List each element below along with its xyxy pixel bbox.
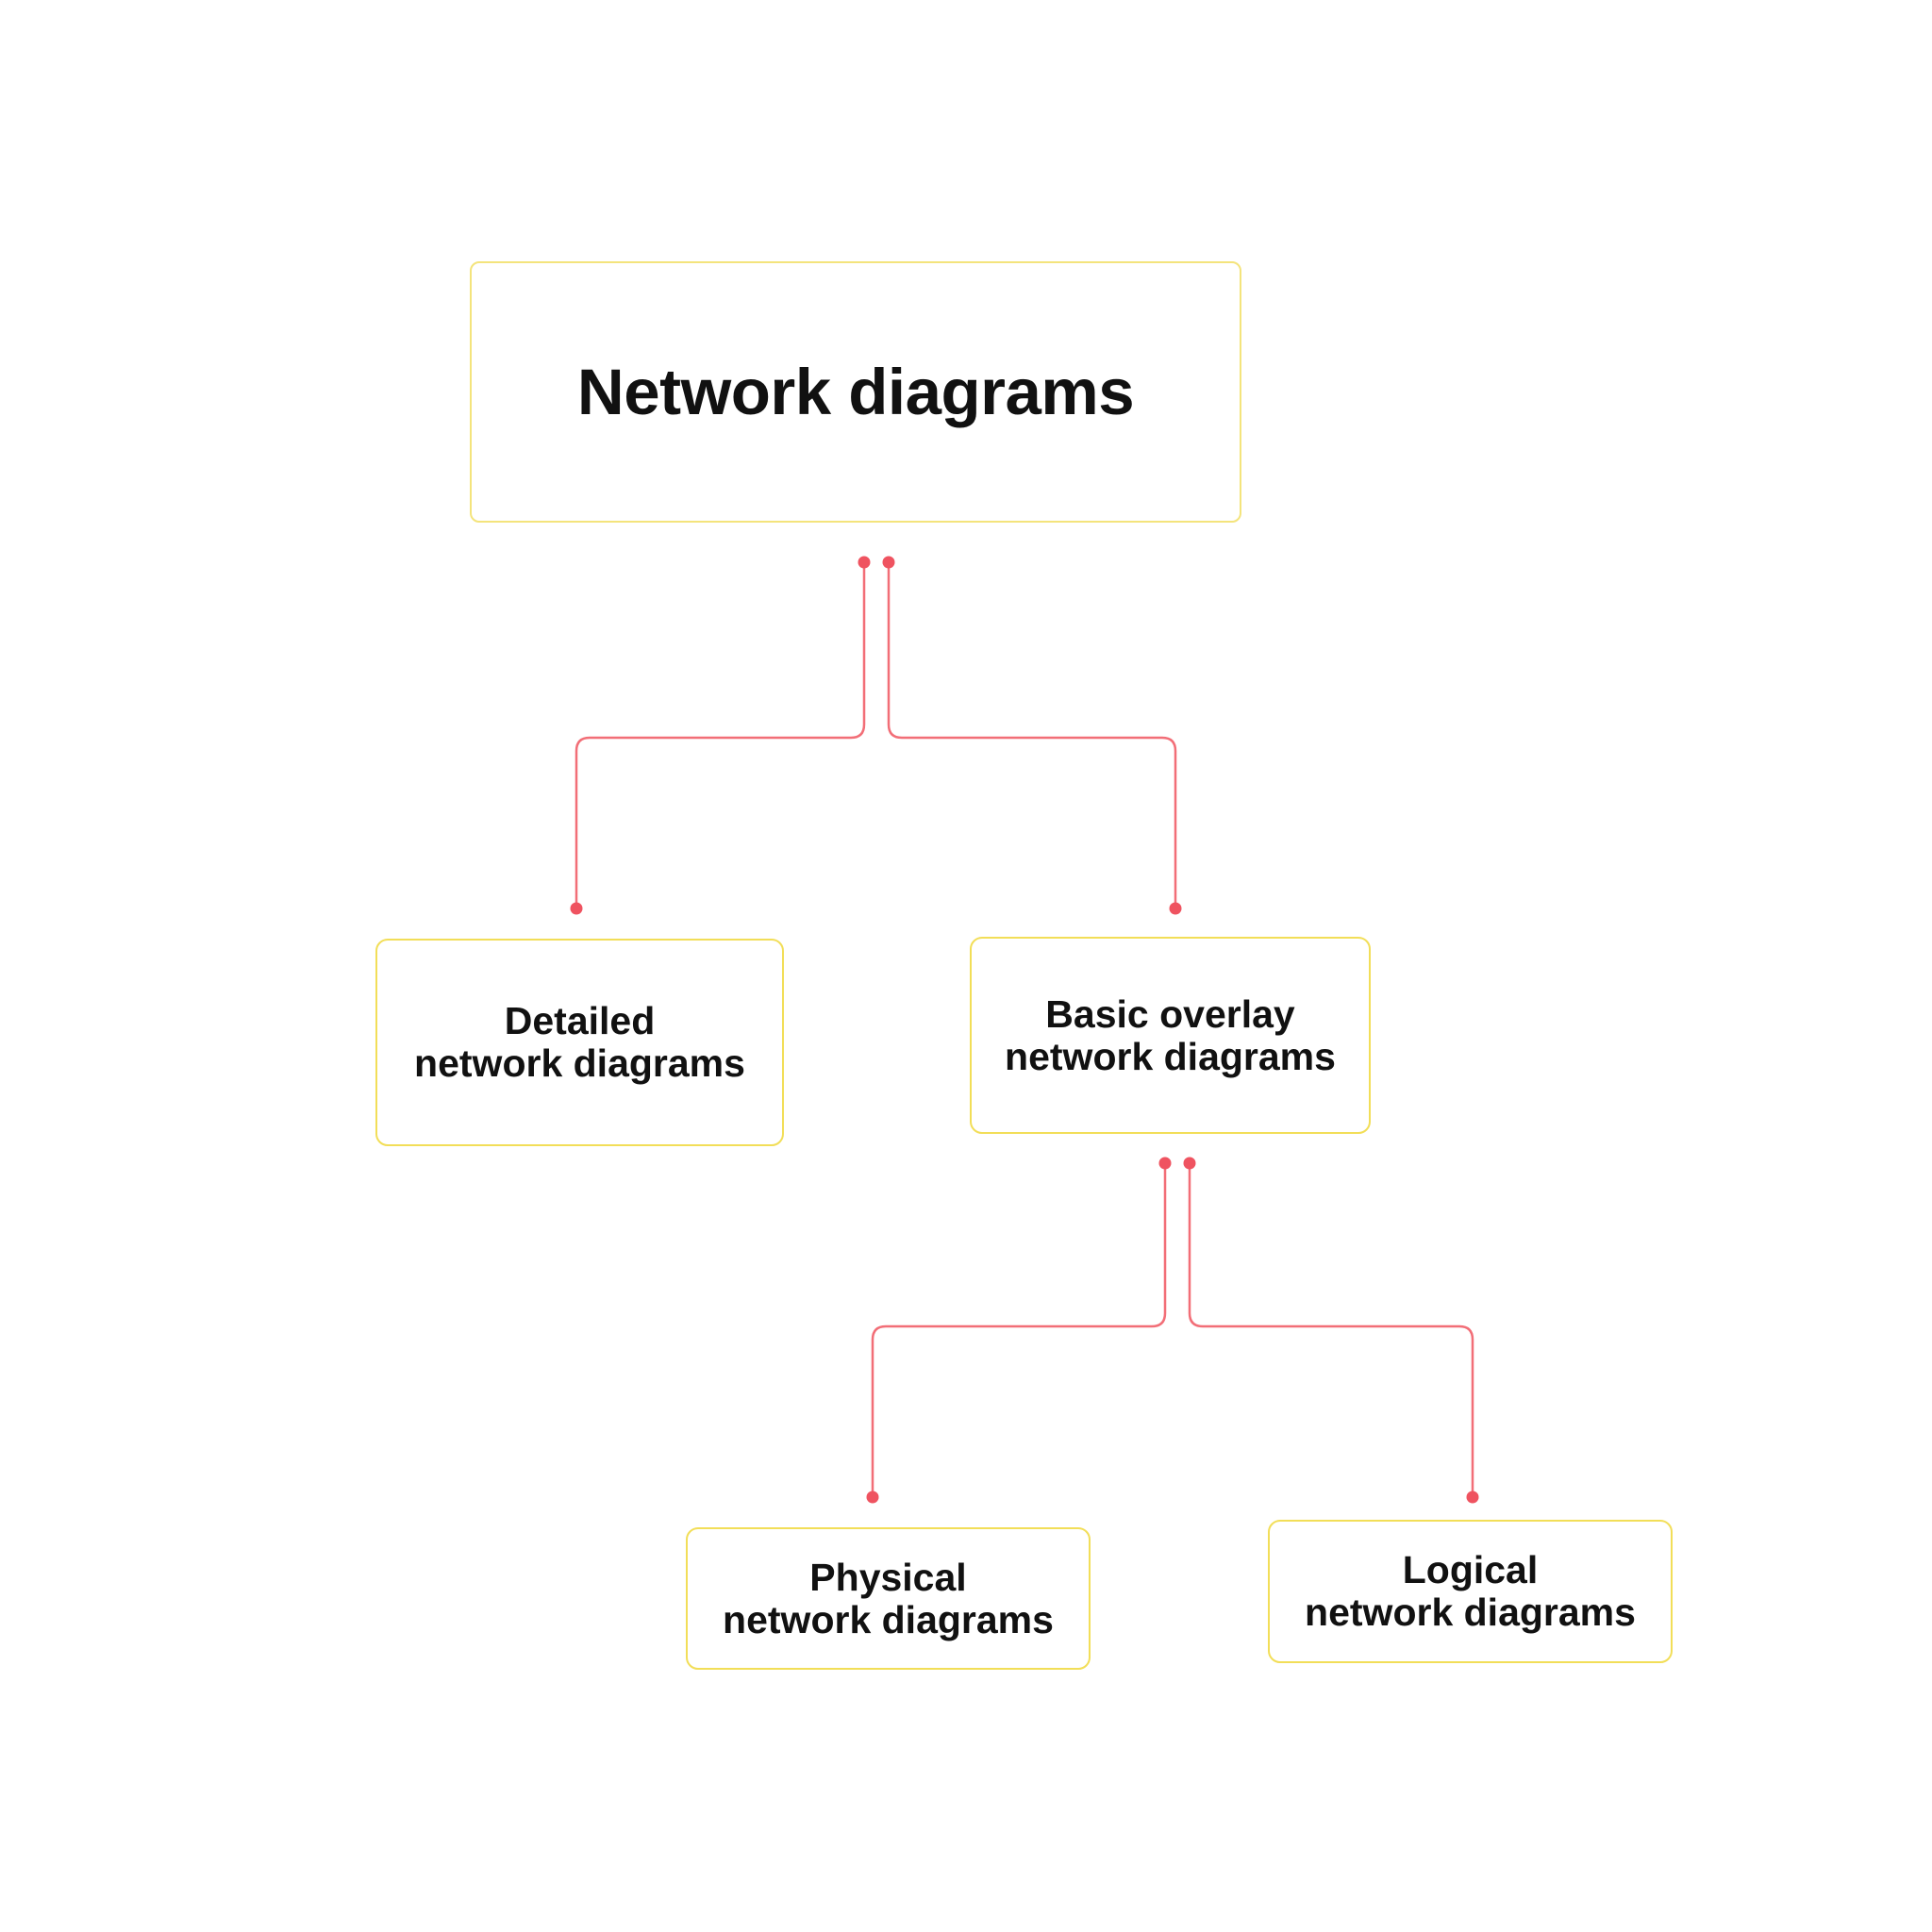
connector-endpoint-dot [866,1491,879,1504]
node-physical-network-diagrams[interactable]: Physical network diagrams [686,1527,1091,1670]
connector-root-to-detailed [575,564,866,904]
connector-root-to-basic [887,564,1177,904]
node-label-line1: Physical [809,1555,967,1599]
node-basic-overlay-network-diagrams[interactable]: Basic overlay network diagrams [970,937,1371,1134]
node-label-line1: Logical [1402,1548,1539,1591]
node-network-diagrams[interactable]: Network diagrams [470,261,1241,523]
node-label-line2: network diagrams [1005,1034,1336,1078]
connector-endpoint-dot [1158,1157,1172,1170]
connector-endpoint-dot [1466,1491,1479,1504]
connector-endpoint-dot [570,902,583,915]
node-label-line2: network diagrams [1305,1591,1636,1634]
connector-endpoint-dot [1183,1157,1196,1170]
connector-endpoint-dot [858,556,871,569]
node-label: Network diagrams [576,356,1135,428]
connector-endpoint-dot [882,556,895,569]
connector-basic-to-logical [1188,1166,1474,1492]
node-label-line2: network diagrams [723,1597,1054,1641]
connector-endpoint-dot [1169,902,1182,915]
connector-basic-to-physical [871,1166,1167,1492]
node-label-line1: Basic overlay [1045,991,1295,1036]
node-logical-network-diagrams[interactable]: Logical network diagrams [1268,1520,1673,1663]
node-label-line1: Detailed [504,999,656,1042]
node-detailed-network-diagrams[interactable]: Detailed network diagrams [375,939,784,1146]
node-label-line2: network diagrams [414,1041,745,1085]
